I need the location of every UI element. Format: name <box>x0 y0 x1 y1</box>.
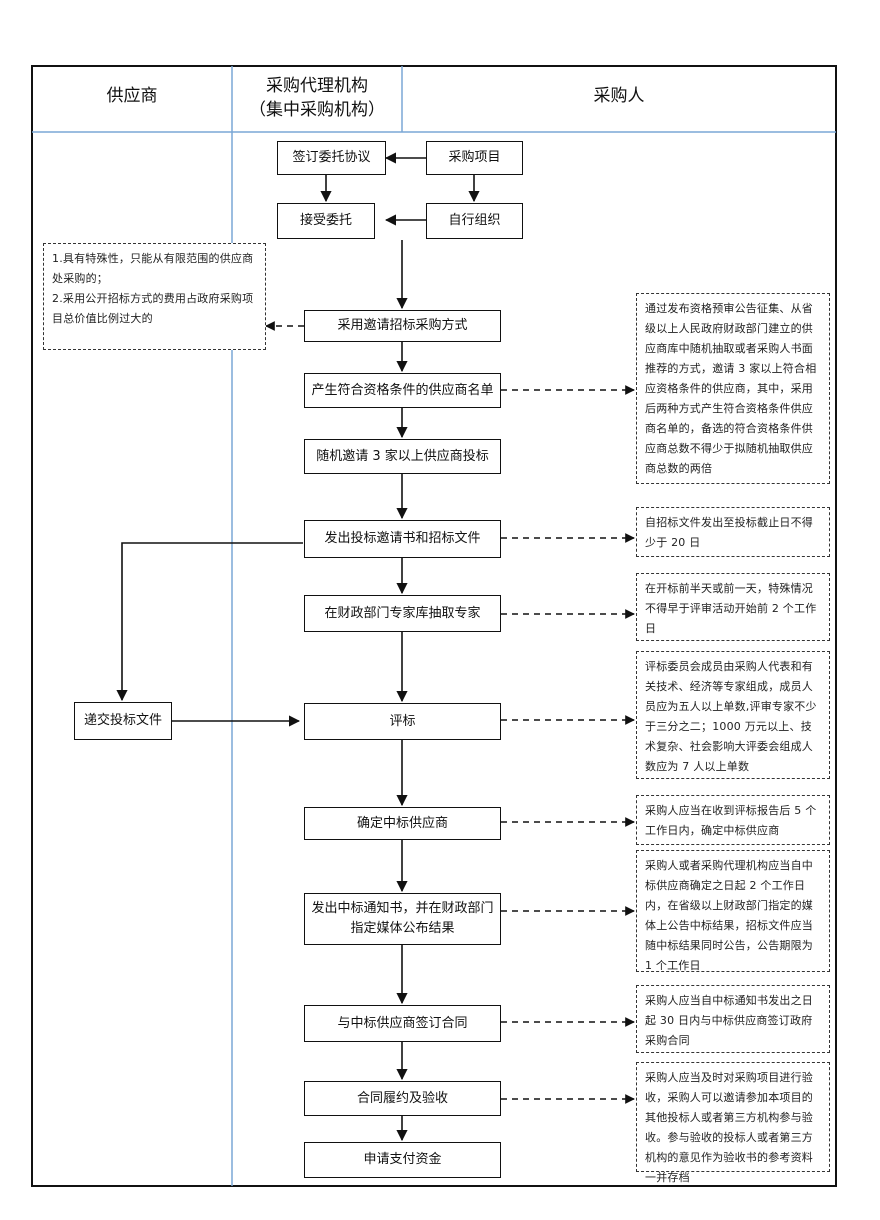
note-acceptance: 采购人应当及时对采购项目进行验收，采购人可以邀请参加本项目的其他投标人或者第三方… <box>636 1062 830 1184</box>
step-purchase-project: 采购项目 <box>426 141 523 175</box>
note-expert-time: 在开标前半天或前一天，特殊情况不得早于评审活动开始前 2 个工作日 <box>636 573 830 641</box>
note-announce: 采购人或者采购代理机构应当自中标供应商确定之日起 2 个工作日内，在省级以上财政… <box>636 850 830 972</box>
lane-header-agency: 采购代理机构 （集中采购机构） <box>232 74 402 122</box>
step-self-organize: 自行组织 <box>426 203 523 239</box>
step-invite-method: 采用邀请招标采购方式 <box>304 310 501 342</box>
step-determine-winner: 确定中标供应商 <box>304 807 501 840</box>
step-extract-experts: 在财政部门专家库抽取专家 <box>304 595 501 632</box>
note-conditions: 1.具有特殊性，只能从有限范围的供应商处采购的； 2.采用公开招标方式的费用占政… <box>43 243 266 350</box>
step-sign-contract: 与中标供应商签订合同 <box>304 1005 501 1042</box>
step-apply-payment: 申请支付资金 <box>304 1142 501 1178</box>
note-contract-time: 采购人应当自中标通知书发出之日起 30 日内与中标供应商签订政府采购合同 <box>636 985 830 1053</box>
step-submit-bid: 递交投标文件 <box>74 702 172 740</box>
step-accept-commission: 接受委托 <box>277 203 375 239</box>
step-evaluate: 评标 <box>304 703 501 740</box>
note-deadline: 自招标文件发出至投标截止日不得少于 20 日 <box>636 507 830 557</box>
lane-header-purchaser: 采购人 <box>593 86 645 106</box>
note-qualification: 通过发布资格预审公告征集、从省级以上人民政府财政部门建立的供应商库中随机抽取或者… <box>636 293 830 484</box>
note-confirm-winner: 采购人应当在收到评标报告后 5 个工作日内，确定中标供应商 <box>636 795 830 845</box>
lane-header-agency-line2: （集中采购机构） <box>249 100 385 120</box>
lane-header-supplier: 供应商 <box>106 86 158 106</box>
step-notice: 发出中标通知书，并在财政部门 指定媒体公布结果 <box>304 893 501 945</box>
lane-header-agency-line1: 采购代理机构 <box>266 76 368 96</box>
step-perform-accept: 合同履约及验收 <box>304 1081 501 1116</box>
step-issue-docs: 发出投标邀请书和招标文件 <box>304 520 501 558</box>
note-committee: 评标委员会成员由采购人代表和有关技术、经济等专家组成，成员人员应为五人以上单数,… <box>636 651 830 779</box>
step-qualified-list: 产生符合资格条件的供应商名单 <box>304 373 501 408</box>
step-sign-agreement: 签订委托协议 <box>277 141 386 175</box>
step-random-invite: 随机邀请 3 家以上供应商投标 <box>304 439 501 474</box>
